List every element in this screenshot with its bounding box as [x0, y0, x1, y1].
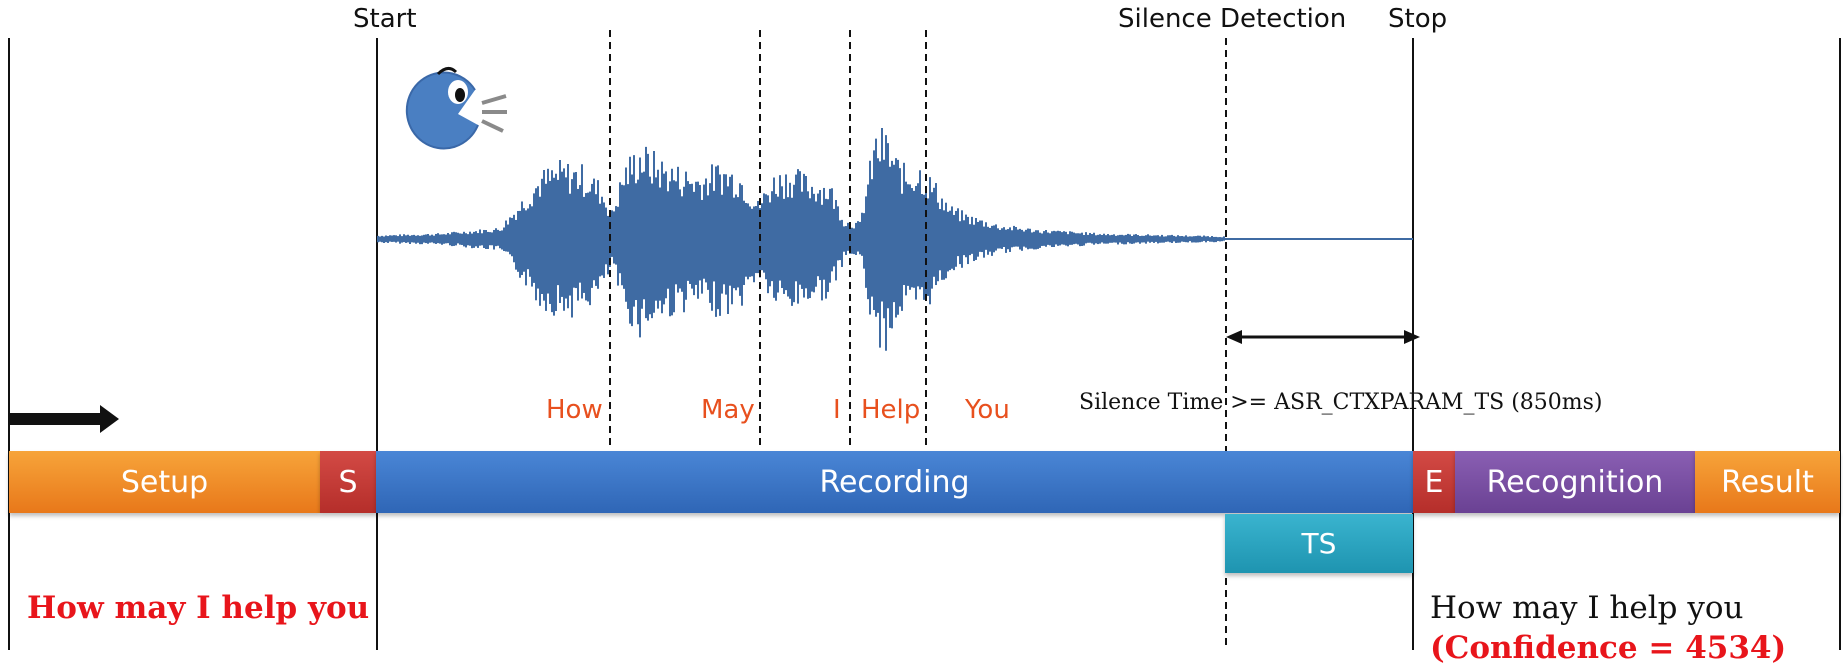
ts-segment: TS [1225, 514, 1413, 573]
word-label: You [965, 395, 1010, 425]
word-label: How [546, 395, 603, 425]
speaking-face-icon [405, 67, 507, 150]
recognition-segment: Recognition [1455, 451, 1695, 513]
recording-segment: Recording [376, 451, 1413, 513]
audio-waveform [377, 128, 1225, 351]
word-label: May [701, 395, 755, 425]
word-label: Help [861, 395, 921, 425]
setup-segment: Setup [9, 451, 320, 513]
result-segment: Result [1695, 451, 1840, 513]
silence-detection-label: Silence Detection [1118, 4, 1347, 34]
start-label: Start [353, 4, 417, 34]
progress-arrow [8, 405, 119, 433]
word-label: I [833, 395, 841, 425]
silence-time-arrow [1226, 330, 1420, 344]
silence-time-note: Silence Time >= ASR_CTXPARAM_TS (850ms) [1079, 390, 1603, 415]
stop-label: Stop [1388, 4, 1448, 34]
confidence-text: (Confidence = 4534) [1430, 630, 1787, 666]
s-segment: S [320, 451, 376, 513]
e-segment: E [1413, 451, 1455, 513]
result-text: How may I help you [1430, 590, 1744, 626]
prompt-text: How may I help you [27, 590, 370, 626]
